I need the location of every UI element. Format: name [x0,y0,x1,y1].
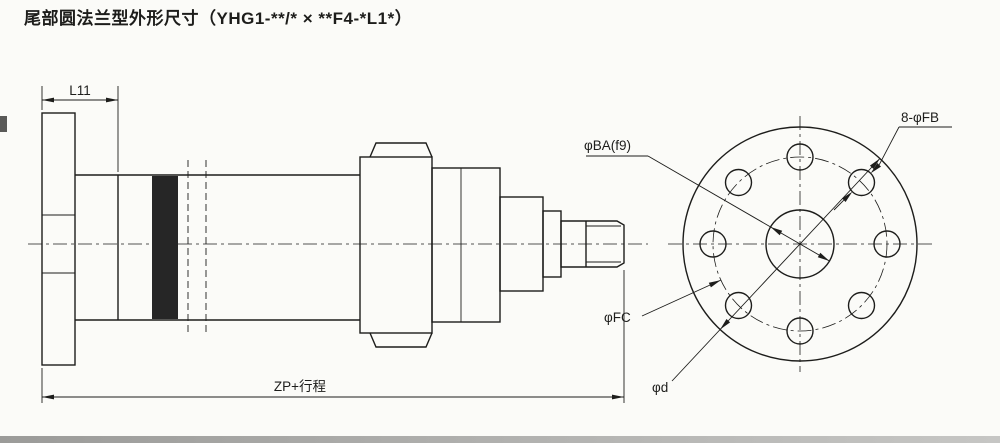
leader-line [878,126,900,166]
arrowhead [869,158,880,169]
arrowhead [842,191,853,202]
bolt-circle [712,156,888,332]
cylinder-side-view: L11 ZP+行程 [28,83,648,403]
arrowhead [106,97,118,103]
head-boss-top [369,142,433,158]
leader-bolt-holes: 8-φFB [833,110,952,211]
bolt-hole [724,291,753,320]
bolt-hole [786,143,814,171]
label-pilot-bore: φBA(f9) [584,138,631,153]
arrowhead [770,227,783,236]
leader-bolt-circle: φFC [604,279,721,325]
dim-label-zp-stroke: ZP+行程 [274,379,326,394]
arrowhead [708,280,721,288]
leader-outer-diameter: φd [652,158,881,395]
tail-flange-plate [41,112,76,366]
arrowhead [612,394,624,400]
bolt-hole [847,291,876,320]
bolt-hole [847,168,876,197]
bolt-hole [699,230,727,258]
weld-band [152,176,178,319]
bolt-hole [786,317,814,345]
leader-line [647,155,830,262]
label-outer-diameter: φd [652,380,668,395]
flange-end-view: φBA(f9) 8-φFB φFC φd [584,110,952,395]
flange-outer-circle [682,126,918,362]
leader-pilot-bore: φBA(f9) [584,138,830,262]
bolt-hole [724,168,753,197]
scan-bottom-edge [0,436,1000,443]
arrowhead [870,163,881,174]
arrowhead [720,319,731,330]
piston-rod [560,220,625,268]
leader-tail [833,199,845,211]
dimension-zp-stroke: ZP+行程 [41,270,625,403]
dim-label-l11: L11 [69,83,91,98]
dimension-l11: L11 [41,83,119,172]
bolt-hole [873,230,901,258]
front-block [431,167,501,323]
leader-line [641,279,721,317]
diameter-line [671,158,881,382]
page-title: 尾部圆法兰型外形尺寸（YHG1-**/* × **F4-*L1*） [24,9,413,28]
pilot-bore-circle [765,209,835,279]
head-block [359,156,433,334]
head-boss-bottom [369,332,433,348]
label-bolt-holes: 8-φFB [901,110,939,125]
label-bolt-circle: φFC [604,310,631,325]
arrowhead [42,97,54,103]
arrowhead [817,252,830,261]
arrowhead [42,394,54,400]
scan-edge-mark [0,116,7,132]
